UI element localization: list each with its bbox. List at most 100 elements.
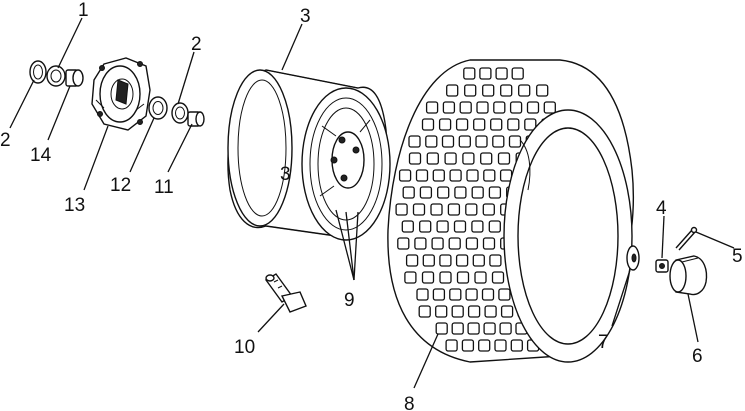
tread-block [431, 237, 444, 250]
tread-block [402, 186, 415, 199]
part-spacer [65, 69, 84, 87]
tread-block [408, 135, 421, 148]
tread-block [421, 271, 435, 284]
tread-block [482, 237, 496, 250]
tread-block [461, 339, 475, 352]
part-washer [626, 245, 640, 271]
callout-2-left: 2 [0, 130, 11, 151]
part-tire [387, 59, 635, 363]
tread-block [500, 84, 513, 97]
tread-block [543, 101, 556, 114]
tread-block [421, 118, 435, 131]
tread-block [415, 169, 429, 182]
tread-block [509, 101, 523, 114]
tread-block [510, 339, 523, 352]
tread-block [526, 101, 540, 114]
tread-block [498, 288, 511, 301]
part-cotter-pin [675, 226, 698, 251]
tread-block [401, 220, 414, 233]
tread-block [445, 339, 458, 352]
tread-block [482, 203, 495, 216]
tread-block [499, 322, 512, 335]
tread-block [451, 322, 464, 335]
callout-13: 13 [64, 195, 85, 216]
callout-2-right: 2 [191, 34, 202, 55]
tread-block [438, 118, 452, 131]
tread-block [458, 135, 471, 148]
tread-block [508, 135, 522, 148]
tread-block [435, 305, 448, 318]
tread-block [449, 288, 462, 301]
tread-block [453, 220, 467, 233]
tread-block [425, 101, 439, 114]
tread-block [405, 254, 419, 267]
tread-block [408, 152, 422, 165]
tread-block [432, 288, 446, 301]
callout-5: 5 [732, 246, 743, 267]
tread-block [518, 84, 531, 97]
part-bearing-inner [148, 96, 168, 120]
tread-block [473, 118, 486, 131]
tread-block [466, 169, 479, 182]
tread-block [419, 186, 433, 199]
tread-block [493, 101, 506, 114]
tread-block [455, 118, 469, 131]
tread-block [507, 118, 520, 131]
tread-block [439, 271, 452, 284]
tread-block [471, 186, 484, 199]
tread-block [474, 271, 487, 284]
tread-block [418, 305, 431, 318]
tread-block [467, 322, 480, 335]
tread-block [536, 84, 549, 97]
callout-3-top: 3 [300, 6, 311, 27]
tread-block [495, 67, 508, 80]
tread-block [483, 322, 496, 335]
tread-block [480, 152, 493, 165]
callout-10: 10 [234, 337, 255, 358]
tread-block [412, 203, 426, 216]
tread-block [444, 152, 457, 165]
part-hub-cap [669, 255, 708, 296]
tread-block [494, 339, 507, 352]
part-seal-right [171, 102, 189, 124]
tread-block [497, 152, 511, 165]
part-valve-stem [264, 273, 307, 313]
tread-block [463, 67, 476, 80]
tread-block [448, 237, 461, 250]
part-spacer-inner [187, 111, 205, 127]
tread-block [459, 101, 472, 114]
tread-block [456, 271, 470, 284]
tread-block [500, 305, 514, 318]
tread-block [426, 152, 439, 165]
part-hub [91, 57, 151, 131]
tread-block [488, 220, 501, 233]
tread-block [430, 203, 443, 216]
tread-block [442, 101, 456, 114]
tread-block [511, 67, 524, 80]
tread-block [491, 271, 505, 284]
callout-1: 1 [78, 0, 89, 21]
tread-block [398, 169, 412, 182]
callout-12: 12 [110, 175, 131, 196]
tread-block [435, 322, 448, 335]
callout-6: 6 [692, 346, 703, 367]
leader-lines [9, 17, 735, 389]
tread-block [441, 135, 455, 148]
tread-block [447, 203, 461, 216]
tread-block [484, 305, 497, 318]
tread-block [419, 220, 432, 233]
callout-8: 8 [404, 394, 415, 411]
tread-block [436, 220, 449, 233]
tread-block [489, 254, 502, 267]
part-nut [655, 259, 669, 273]
callout-11: 11 [154, 177, 174, 198]
tread-block [437, 186, 450, 199]
part-bearing-outer [46, 65, 66, 87]
tread-block [422, 254, 435, 267]
tread-block [395, 203, 408, 216]
tread-block [481, 288, 495, 301]
tread-block [446, 84, 459, 97]
tread-block [492, 135, 505, 148]
